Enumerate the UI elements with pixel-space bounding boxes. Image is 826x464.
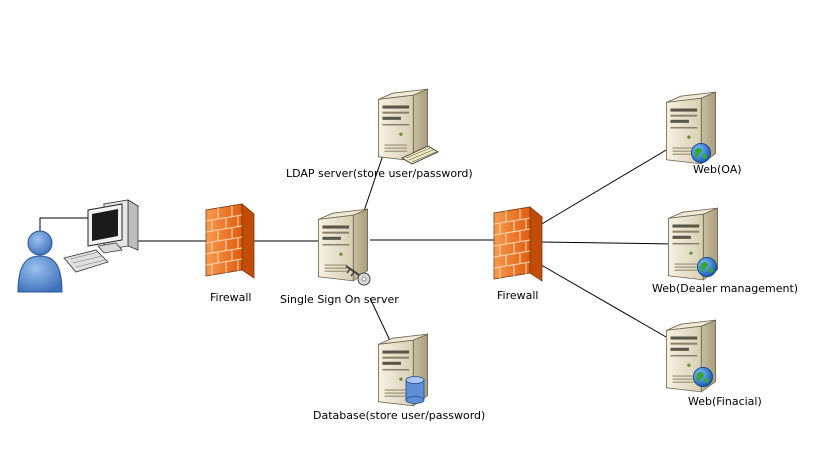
web-finacial-label: Web(Finacial) (688, 395, 762, 408)
ldap-server-label: LDAP server(store user/password) (286, 167, 473, 180)
globe-icon (690, 142, 712, 164)
firewall-right-label: Firewall (497, 289, 539, 302)
connector-user-to-workstation (39, 217, 92, 232)
connector-firewall-to-web-finacial (535, 261, 681, 346)
computer-icon (63, 199, 140, 273)
globe-icon (696, 256, 718, 278)
sso-server-label: Single Sign On server (280, 293, 399, 306)
ldap-server[interactable] (377, 88, 439, 165)
web-dealer-label: Web(Dealer management) (652, 282, 799, 295)
firewall-icon (493, 206, 543, 282)
database-server[interactable] (377, 333, 429, 407)
web-dealer-server[interactable] (667, 207, 719, 281)
web-oa-label: Web(OA) (693, 163, 742, 176)
web-finacial-server[interactable] (665, 319, 717, 393)
connector-sso-to-database (369, 297, 393, 346)
connector-firewall-to-web-dealer (539, 241, 675, 245)
server-icon (317, 208, 369, 282)
key-icon (345, 265, 371, 286)
connector-firewall-to-web-oa (539, 142, 679, 226)
firewall-left-label: Firewall (210, 291, 252, 304)
firewall-icon (205, 203, 255, 279)
database-icon (405, 376, 425, 404)
sso-server[interactable] (317, 208, 371, 286)
globe-icon (692, 366, 714, 388)
keyboard-icon (401, 145, 439, 165)
database-server-label: Database(store user/password) (313, 409, 486, 422)
connector-sso-to-ldap (362, 151, 385, 215)
user-icon (17, 230, 63, 293)
web-oa-server[interactable] (665, 91, 717, 165)
